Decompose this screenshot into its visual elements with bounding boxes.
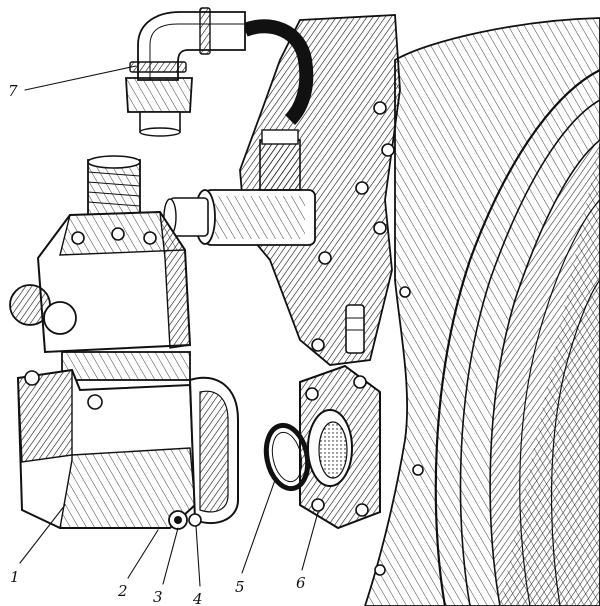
leader-2 [127,529,159,579]
callout-6: 6 [296,574,306,592]
injector-unit [163,129,316,246]
mounting-bracket [239,14,401,366]
leader-1 [19,504,66,564]
callout-labels: 1 2 3 4 5 6 7 [8,82,306,606]
callout-2: 2 [117,582,128,600]
wiring-harness [242,19,314,125]
callout-7: 7 [8,82,18,100]
callout-5: 5 [235,578,245,596]
leader-7 [24,65,137,91]
leader-lines [19,65,319,587]
callout-4: 4 [192,590,203,606]
adapter-flange [299,364,381,530]
leader-4 [195,525,201,587]
engine-housing [364,17,600,606]
leader-6 [301,511,319,571]
leader-5 [241,479,276,574]
callout-1: 1 [10,568,20,586]
pump-body [9,155,239,530]
elbow-fitting [125,7,246,137]
callout-3: 3 [153,588,163,606]
leader-3 [162,527,179,585]
bracket-bolts [311,101,395,352]
